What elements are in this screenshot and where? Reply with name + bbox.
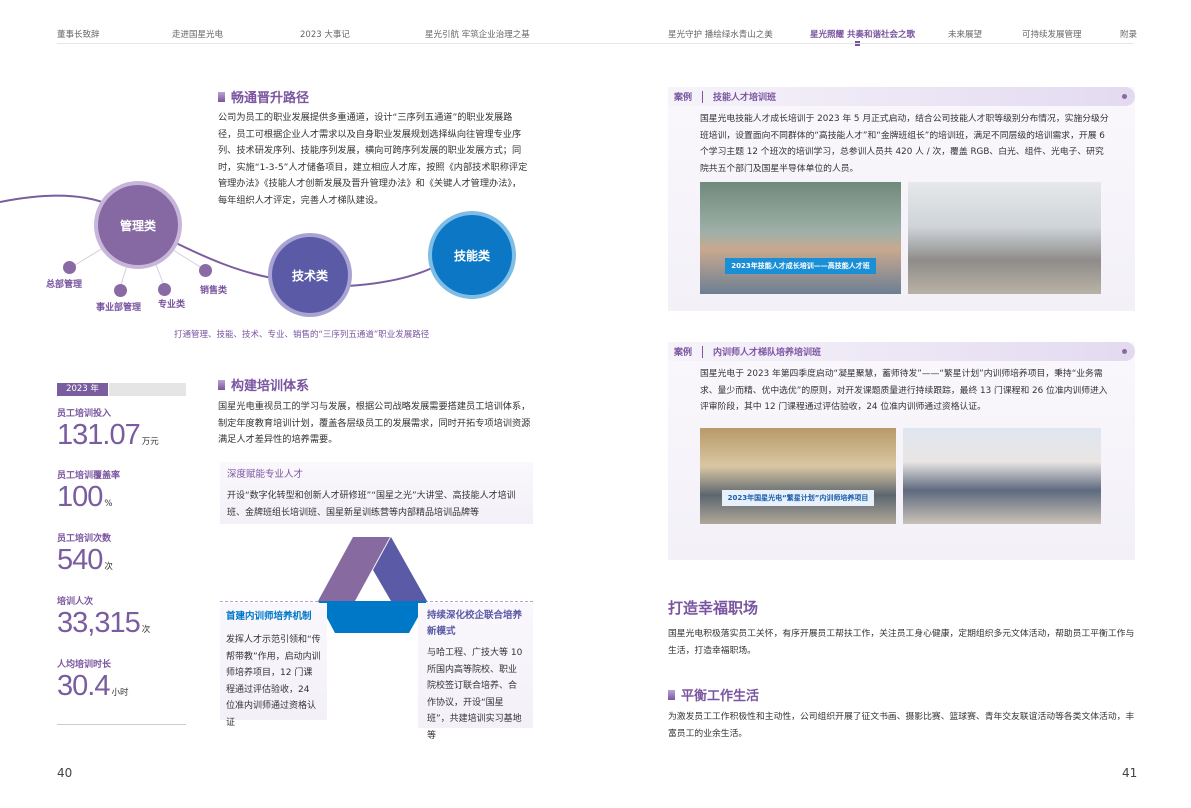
case-tag: 案例	[674, 348, 693, 358]
training-box-right: 持续深化校企联合培养新模式 与哈工程、广技大等 10 所国内高等院校、职业院校签…	[418, 603, 533, 741]
case-title: 内训师人才梯队培养培训班	[713, 348, 822, 358]
stat-label: 培训人次	[57, 597, 94, 607]
training-body: 国星光电重视员工的学习与发展，根据公司战略发展需要搭建员工培训体系，制定年度教育…	[218, 401, 531, 445]
stat-value: 30.4	[57, 670, 110, 702]
stat-label: 人均培训时长	[57, 660, 112, 670]
separator	[702, 90, 704, 103]
year-badge: 2023 年	[57, 383, 108, 396]
sub-dot	[63, 261, 76, 274]
case1-photo-group: 2023年技能人才成长培训——高技能人才班	[700, 182, 901, 294]
nav-item[interactable]: 星光守护 播绘绿水青山之美	[668, 30, 773, 40]
stat-value: 100	[57, 481, 103, 513]
nav-divider	[57, 43, 1134, 44]
career-body: 公司为员工的职业发展提供多重通道，设计“三序列五通道”的职业发展路径，员工可根据…	[218, 112, 528, 206]
heading-marker-icon	[668, 689, 675, 700]
stat-unit: 次	[141, 625, 151, 635]
photo-banner: 2023年国星光电“繁星计划”内训师培养项目	[721, 490, 875, 506]
case-title: 技能人才培训班	[713, 93, 777, 103]
case2-photo-classroom	[903, 428, 1101, 524]
node-label: 技术类	[291, 268, 328, 283]
stat-label: 员工培训投入	[57, 409, 112, 419]
case1-body: 国星光电技能人才成长培训于 2023 年 5 月正式启动，结合公司技能人才职等级…	[700, 114, 1109, 174]
node-label: 技能类	[453, 248, 490, 263]
case2-photo-group: 2023年国星光电“繁星计划”内训师培养项目	[700, 428, 896, 524]
sub-label: 销售类	[200, 286, 228, 296]
section-heading-training: 构建培训体系	[218, 375, 309, 394]
box-body: 与哈工程、广技大等 10 所国内高等院校、职业院校签订联合培养、合作协议，开设“…	[427, 648, 523, 741]
stats-divider	[57, 724, 186, 725]
stat-unit: %	[104, 499, 113, 509]
stat-unit: 次	[104, 562, 113, 572]
training-box-left: 首建内训师培养机制 发挥人才示范引领和“传帮带教”作用，启动内训师培养项目，12…	[220, 603, 327, 728]
nav-item[interactable]: 未来展望	[948, 30, 983, 40]
nav-item[interactable]: 董事长致辞	[57, 30, 100, 40]
node-skill: 技能类	[432, 215, 512, 295]
stat-value: 540	[57, 544, 103, 576]
page-number: 41	[1122, 766, 1138, 780]
stat-value: 33,315	[57, 607, 141, 639]
sub-dot	[158, 283, 171, 296]
heading-text: 平衡工作生活	[681, 689, 760, 704]
training-box-top: 深度赋能专业人才 开设“数字化转型和创新人才研修班”“国星之光”大讲堂、高技能人…	[220, 462, 533, 524]
heading-text: 畅通晋升路径	[231, 91, 310, 106]
case1-photo-classroom	[908, 182, 1101, 294]
nav-item[interactable]: 附录	[1120, 30, 1138, 40]
sub-dot	[199, 264, 212, 277]
diagram-caption: 打通管理、技能、技术、专业、销售的“三序列五通道”职业发展路径	[174, 330, 430, 340]
heading-marker-icon	[218, 91, 225, 102]
sub-label: 总部管理	[46, 280, 83, 290]
box-body: 开设“数字化转型和创新人才研修班”“国星之光”大讲堂、高技能人才培训班、金牌班组…	[227, 491, 516, 518]
happy-body: 国星光电积极落实员工关怀，有序开展员工帮扶工作，关注员工身心健康，定期组织多元文…	[668, 629, 1135, 656]
stat-value: 131.07	[57, 419, 141, 451]
case-tag: 案例	[674, 93, 693, 103]
photo-banner: 2023年技能人才成长培训——高技能人才班	[725, 258, 876, 274]
node-label: 管理类	[119, 218, 156, 233]
dot-icon	[1122, 349, 1127, 354]
nav-item[interactable]: 走进国星光电	[172, 30, 224, 40]
sub-label: 专业类	[158, 300, 186, 310]
nav-item[interactable]: 可持续发展管理	[1022, 30, 1082, 40]
case2-body: 国星光电于 2023 年第四季度启动“凝星聚慧，蓄师待发”——“繁星计划”内训师…	[700, 369, 1108, 412]
balance-body: 为激发员工工作积极性和主动性，公司组织开展了征文书画、摄影比赛、篮球赛、青年交友…	[668, 712, 1135, 739]
heading-marker-icon	[218, 379, 225, 390]
stat-unit: 万元	[141, 437, 159, 447]
nav-item-active[interactable]: 星光照耀 共奏和谐社会之歌	[810, 30, 915, 40]
node-management: 管理类	[98, 185, 178, 265]
stat-label: 员工培训次数	[57, 534, 112, 544]
case1-header: 案例 技能人才培训班	[668, 87, 1135, 106]
triangle-logo-graphic	[318, 537, 427, 633]
dot-icon	[1122, 94, 1127, 99]
section-title-happy: 打造幸福职场	[668, 599, 759, 617]
nav-item[interactable]: 星光引航 牢筑企业治理之基	[425, 30, 530, 40]
heading-text: 构建培训体系	[231, 379, 310, 394]
box-title: 持续深化校企联合培养新模式	[427, 610, 523, 637]
page-number: 40	[57, 766, 73, 780]
sub-dot	[114, 284, 127, 297]
box-body: 发挥人才示范引领和“传帮带教”作用，启动内训师培养项目，12 门课程通过评估验收…	[226, 635, 321, 728]
section-heading-career: 畅通晋升路径	[218, 87, 309, 106]
box-title: 首建内训师培养机制	[226, 611, 312, 622]
section-heading-balance: 平衡工作生活	[668, 685, 759, 704]
stat-label: 员工培训覆盖率	[57, 471, 121, 481]
separator	[702, 345, 704, 358]
sub-label: 事业部管理	[96, 303, 142, 313]
stat-unit: 小时	[111, 688, 129, 698]
case2-header: 案例 内训师人才梯队培养培训班	[668, 342, 1135, 361]
year-bar	[109, 383, 186, 396]
nav-item[interactable]: 2023 大事记	[300, 30, 350, 40]
node-technical: 技术类	[272, 237, 348, 313]
box-title: 深度赋能专业人才	[227, 469, 304, 480]
